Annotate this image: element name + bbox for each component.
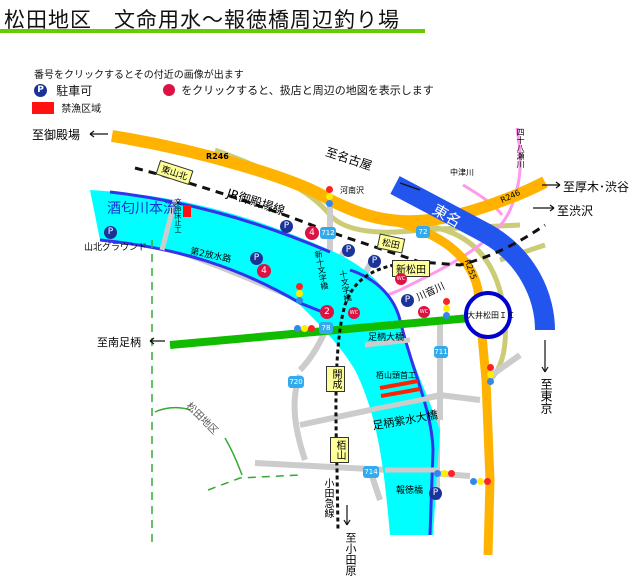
- station-kayama: 栢山: [330, 437, 349, 463]
- spot-marker-icon: [163, 84, 175, 96]
- traffic-light-h: [470, 478, 491, 485]
- parking-marker: P: [104, 226, 117, 239]
- label-odakyu-line: 小田急線: [322, 478, 333, 518]
- label-jr-line: JR御殿場線: [225, 186, 287, 218]
- label-hotoku-bridge: 報徳橋: [396, 486, 424, 496]
- route-shield-712: 712: [320, 227, 336, 239]
- label-to-odawara: 至小田原: [344, 532, 357, 576]
- label-shin-jumonji-bridge: 新十文字橋: [313, 249, 330, 291]
- legend-no-fishing: 禁漁区域: [32, 100, 101, 115]
- route-shield-72: 72: [416, 226, 430, 238]
- label-r246-west: R246: [206, 152, 229, 161]
- legend-parking: P 駐車可: [34, 82, 92, 99]
- label-jumonji-bridge: 十文字橋: [338, 269, 353, 303]
- olive-road: [419, 222, 508, 382]
- label-to-nagoya: 至名古屋: [323, 144, 374, 174]
- label-r255: R255: [462, 258, 479, 281]
- route-shield-78: 78: [319, 322, 333, 334]
- legend-parking-label: 駐車可: [56, 84, 93, 98]
- label-river-main: 酒匂川本流: [107, 201, 177, 217]
- label-yosose-river: 四十八瀬川: [516, 128, 525, 168]
- stream-nakatsu: [462, 183, 504, 216]
- spot-marker-3[interactable]: 4: [305, 226, 319, 240]
- traffic-light-h: [434, 470, 455, 477]
- shop-marker-wc[interactable]: WC: [418, 306, 430, 318]
- olive-road: [499, 242, 546, 263]
- label-tomei: 東名: [429, 200, 465, 232]
- label-kawaoto-river: 川音川: [414, 280, 447, 304]
- label-to-minamiashigara: 至南足柄: [97, 336, 141, 349]
- traffic-light: [296, 283, 304, 304]
- label-yamakita-ground: 山北グラウンド: [84, 243, 148, 253]
- label-shisui-bridge: 足柄紫水大橋: [371, 408, 439, 433]
- no-fishing-swatch: [32, 101, 54, 114]
- label-konanzawa: 河南沢: [340, 186, 364, 195]
- shop-marker-wc[interactable]: WC: [395, 273, 407, 285]
- parking-icon: P: [34, 84, 47, 97]
- shop-marker-wc[interactable]: WC: [348, 307, 360, 319]
- title-underline: [0, 29, 425, 33]
- label-to-atsugi: 至厚木･渋谷: [563, 180, 630, 194]
- station-kaisei: 開成: [326, 366, 345, 392]
- traffic-light: [443, 298, 451, 319]
- spot-marker-2[interactable]: 2: [320, 305, 334, 319]
- parking-marker: P: [280, 220, 293, 233]
- label-to-gotemba: 至御殿場: [32, 128, 81, 142]
- legend-shop-hint: をクリックすると、扱店と周辺の地図を表示します: [181, 84, 434, 97]
- parking-marker: P: [250, 252, 263, 265]
- station-higashiyamakita: 東山北: [155, 159, 194, 186]
- label-to-tokyo: 至東京: [539, 378, 553, 414]
- label-interchange: 大井松田ＩＣ: [467, 311, 515, 320]
- route-shield-711: 711: [434, 346, 448, 358]
- area-border: [207, 474, 301, 491]
- no-fishing-bunmei: [183, 205, 191, 217]
- legend-shop: をクリックすると、扱店と周辺の地図を表示します: [163, 82, 434, 98]
- area-arrow: [224, 437, 243, 476]
- label-r246-east: R246: [499, 188, 522, 205]
- no-fishing-kayama-2: [380, 387, 421, 398]
- legend-hint: 番号をクリックするとその付近の画像が出ます: [34, 70, 244, 81]
- label-bunmei-weir: 文命床止工: [174, 198, 182, 233]
- legend-no-fishing-label: 禁漁区域: [61, 104, 102, 115]
- no-fishing-kayama-1: [379, 379, 419, 390]
- traffic-light: [487, 364, 495, 385]
- label-second-spillway: 第2放水路: [189, 246, 233, 266]
- label-matsuda-area: 松田地区: [183, 400, 220, 437]
- route-shield-720: 720: [288, 376, 304, 388]
- parking-marker: P: [368, 255, 381, 268]
- route-shield-714: 714: [363, 466, 379, 478]
- station-matsuda: 松田: [376, 233, 406, 254]
- label-to-shibusawa: 至渋沢: [557, 204, 594, 218]
- traffic-light-h: [294, 325, 315, 332]
- parking-marker: P: [342, 244, 355, 257]
- parking-marker: P: [429, 487, 442, 500]
- parking-marker: P: [401, 294, 414, 307]
- label-ashigara-bridge: 足柄大橋: [368, 333, 405, 343]
- label-kayama-weir: 栢山頭首工: [376, 371, 416, 380]
- traffic-light: [326, 186, 334, 207]
- spot-marker-4[interactable]: 4: [257, 264, 271, 278]
- station-shinmatsuda: 新松田: [392, 260, 430, 277]
- label-nakatsu-river: 中津川: [450, 168, 474, 177]
- local-roads: [99, 200, 522, 501]
- page-title: 松田地区 文命用水～報徳橋周辺釣り場: [4, 8, 400, 32]
